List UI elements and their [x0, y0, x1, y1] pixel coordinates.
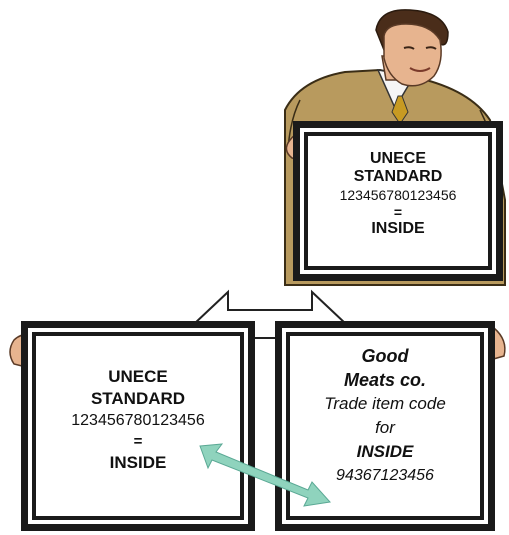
left-sign-frame: [21, 321, 255, 531]
left-sign-line-5: INSIDE: [109, 453, 167, 472]
left-sign-line-4: =: [133, 433, 143, 450]
left-sign-text: UNECE STANDARD 123456780123456 = INSIDE: [36, 366, 240, 474]
top-sign-frame: [293, 121, 503, 281]
left-sign-line-1: UNECE: [108, 367, 168, 386]
left-sign-line-3: 123456780123456: [71, 412, 205, 429]
link-arrow-icon: [199, 443, 331, 507]
top-sign-text: UNECE STANDARD 123456780123456 = INSIDE: [308, 150, 488, 238]
right-sign-line-2: Meats co.: [343, 370, 427, 390]
top-sign-line-2: STANDARD: [353, 168, 443, 185]
top-sign-line-3: 123456780123456: [339, 187, 457, 203]
right-sign-line-4: for: [375, 418, 395, 437]
right-sign-line-1: Good: [361, 346, 409, 366]
right-sign-line-5: INSIDE: [356, 442, 414, 461]
left-sign-line-2: STANDARD: [90, 389, 186, 408]
right-sign-line-3: Trade item code: [324, 394, 446, 413]
top-sign-line-4: =: [393, 204, 403, 220]
top-sign-line-1: UNECE: [369, 150, 426, 167]
right-sign-line-6: 94367123456: [336, 467, 434, 484]
top-sign-line-5: INSIDE: [371, 220, 425, 237]
right-sign-text: Good Meats co. Trade item code for INSID…: [290, 344, 480, 488]
